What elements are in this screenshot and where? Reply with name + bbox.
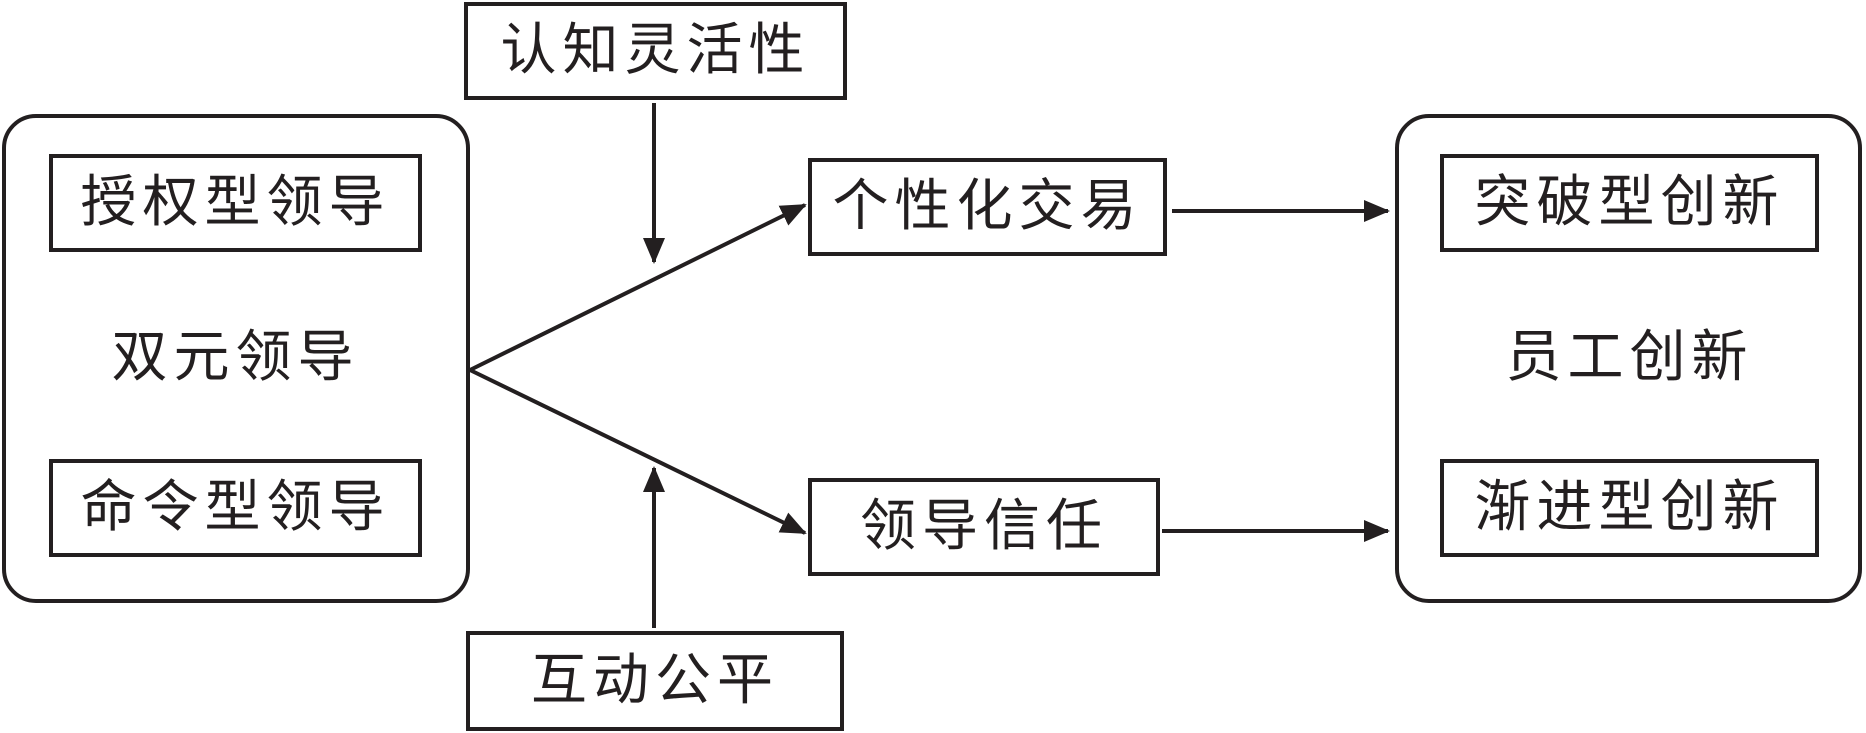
- arrow-leadership-to-idiosyncratic-deals: [469, 203, 807, 372]
- dependent-variable-label: 员工创新: [1505, 325, 1754, 390]
- dependent-item-incremental-innovation: 渐进型创新: [1440, 459, 1819, 557]
- independent-variable-label: 双元领导: [111, 325, 360, 390]
- moderator-interactional-justice: 互动公平: [466, 631, 844, 731]
- mediator-idiosyncratic-deals: 个性化交易: [808, 158, 1167, 256]
- dependent-item-radical-innovation: 突破型创新: [1440, 154, 1819, 252]
- independent-item-directive: 命令型领导: [49, 459, 422, 557]
- arrow-leadership-to-leader-trust: [469, 368, 807, 535]
- independent-item-empowering: 授权型领导: [49, 154, 422, 252]
- moderator-cognitive-flexibility: 认知灵活性: [464, 2, 847, 100]
- mediator-leader-trust: 领导信任: [808, 478, 1160, 576]
